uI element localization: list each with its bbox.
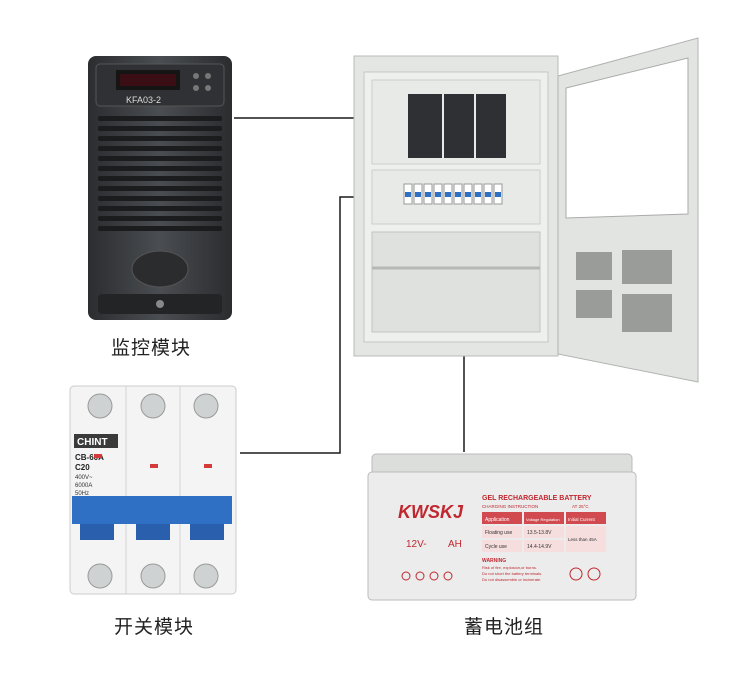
breaker-frequency: 50Hz <box>75 491 89 497</box>
battery-brand: KWSKJ <box>398 502 464 522</box>
breaker-model: CB-60A <box>75 453 104 462</box>
battery-warning-1: Risk of fire, explosion,or burns. <box>482 565 537 570</box>
breaker-voltage: 400V~ <box>75 475 93 481</box>
breaker-brand: CHINT <box>77 437 108 448</box>
battery-initial-current: Less than 45A <box>568 537 597 542</box>
battery-warning-title: WARNING <box>482 558 506 564</box>
battery-header-application: Application <box>485 517 510 523</box>
monitor-label: KFA03-2 <box>126 95 161 105</box>
battery-warning-3: Do not disassemble or incinerate. <box>482 577 541 582</box>
battery-row-floating-voltage: 13.5-13.8V <box>527 530 552 536</box>
battery-row-cycle-voltage: 14.4-14.9V <box>527 544 552 550</box>
battery-spec-right: AH <box>448 539 462 550</box>
battery-row-cycle: Cycle use <box>485 544 507 550</box>
battery-header-current: Initial Current <box>568 517 596 522</box>
battery-row-floating: Floating use <box>485 530 512 536</box>
monitor-caption: 监控模块 <box>111 337 192 359</box>
breaker-rating: C20 <box>75 463 90 472</box>
breaker-caption: 开关模块 <box>114 616 195 638</box>
cabinet-image <box>352 36 704 400</box>
breaker-module-image: CHINT CB-60A C20 400V~ 6000A 50Hz <box>66 384 240 596</box>
battery-image: KWSKJ GEL RECHARGEABLE BATTERY CHARGING … <box>366 452 638 602</box>
battery-caption: 蓄电池组 <box>464 616 545 638</box>
battery-warning-2: Do not short the battery terminals. <box>482 571 542 576</box>
battery-header-voltage: Voltage Regulation <box>526 517 560 522</box>
battery-title: GEL RECHARGEABLE BATTERY <box>482 495 592 502</box>
breaker-capacity: 6000A <box>75 483 92 489</box>
monitor-module-image: KFA03-2 <box>86 54 234 322</box>
battery-temp-note: AT 25°C <box>572 504 589 509</box>
battery-instruction: CHARGING INSTRUCTION <box>482 504 538 509</box>
battery-spec-left: 12V- <box>406 539 427 550</box>
